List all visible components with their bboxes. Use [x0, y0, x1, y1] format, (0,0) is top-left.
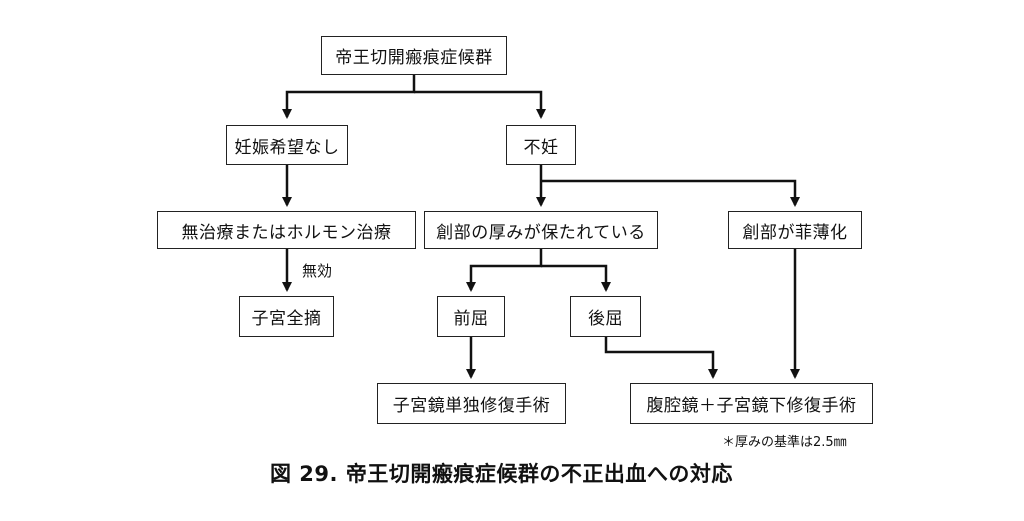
node-cesarean-scar-syndrome: 帝王切開瘢痕症候群 [321, 36, 507, 75]
figure-caption: 図 29. 帝王切開瘢痕症候群の不正出血への対応 [270, 462, 733, 486]
thickness-criterion-note: ＊厚みの基準は2.5㎜ [722, 435, 847, 450]
edge-thick-to-retro [541, 264, 611, 292]
edge-infertility-to-thin [541, 179, 800, 207]
edge-retro-to-laparoscopic [604, 337, 718, 379]
edge-root-to-infertility [414, 90, 546, 119]
node-hysterectomy: 子宮全摘 [239, 296, 334, 337]
edge-label-ineffective: 無効 [302, 262, 333, 280]
edge-thick-to-ante [466, 249, 543, 292]
node-no-pregnancy-wish: 妊娠希望なし [226, 125, 348, 165]
node-infertility: 不妊 [506, 125, 576, 165]
node-scar-thickness-preserved: 創部の厚みが保たれている [424, 211, 658, 249]
node-scar-thinned: 創部が菲薄化 [728, 211, 862, 249]
node-hysteroscopic-repair: 子宮鏡単独修復手術 [377, 383, 566, 424]
node-laparoscopic-hysteroscopic-repair: 腹腔鏡＋子宮鏡下修復手術 [630, 383, 873, 424]
node-retroflexion: 後屈 [570, 296, 641, 337]
node-anteflexion: 前屈 [437, 296, 505, 337]
node-no-treatment-or-hormone: 無治療またはホルモン治療 [157, 211, 416, 249]
edge-root-split [282, 75, 416, 119]
